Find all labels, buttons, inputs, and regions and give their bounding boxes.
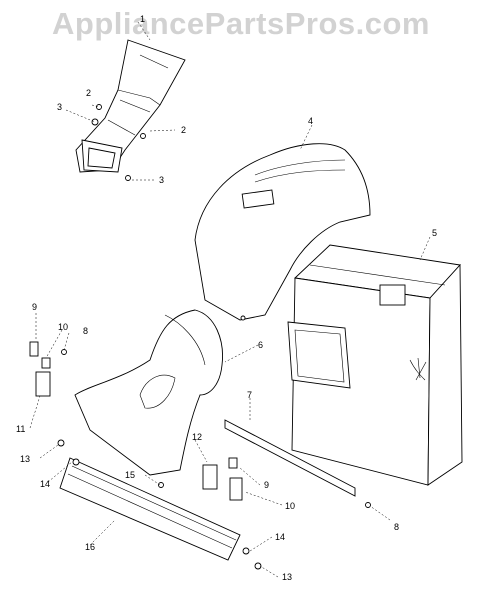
callout-9: 9 [32, 302, 37, 312]
callout-2: 2 [181, 125, 186, 135]
callout-1: 1 [140, 14, 145, 24]
part-16-scraper-bar [59, 457, 241, 561]
callout-10: 10 [285, 501, 295, 511]
callout-10: 10 [58, 322, 68, 332]
callout-labels: 1 2 2 3 3 4 5 6 7 8 8 9 9 10 10 11 12 13… [16, 14, 437, 582]
callout-8: 8 [83, 326, 88, 336]
hardware-parts [29, 313, 391, 578]
callout-3: 3 [159, 175, 164, 185]
callout-14: 14 [40, 479, 50, 489]
part-1-chute-duct [75, 39, 186, 173]
callout-4: 4 [308, 116, 313, 126]
callout-5: 5 [432, 228, 437, 238]
callout-15: 15 [125, 470, 135, 480]
callout-16: 16 [85, 542, 95, 552]
part-7-strip [224, 398, 356, 497]
callout-9: 9 [264, 480, 269, 490]
callout-13: 13 [282, 572, 292, 582]
chute-fasteners [65, 21, 176, 181]
part-6-impeller-housing [74, 309, 259, 476]
callout-8: 8 [394, 522, 399, 532]
callout-2: 2 [86, 88, 91, 98]
watermark-logo: AppliancePartsPros.com [52, 6, 430, 41]
part-4-shroud [194, 124, 371, 321]
callout-12: 12 [192, 432, 202, 442]
callout-14: 14 [275, 532, 285, 542]
callout-3: 3 [57, 102, 62, 112]
callout-7: 7 [247, 390, 252, 400]
callout-11: 11 [16, 424, 25, 434]
callout-6: 6 [258, 340, 263, 350]
part-5-housing-box [287, 236, 463, 486]
callout-13: 13 [20, 454, 30, 464]
